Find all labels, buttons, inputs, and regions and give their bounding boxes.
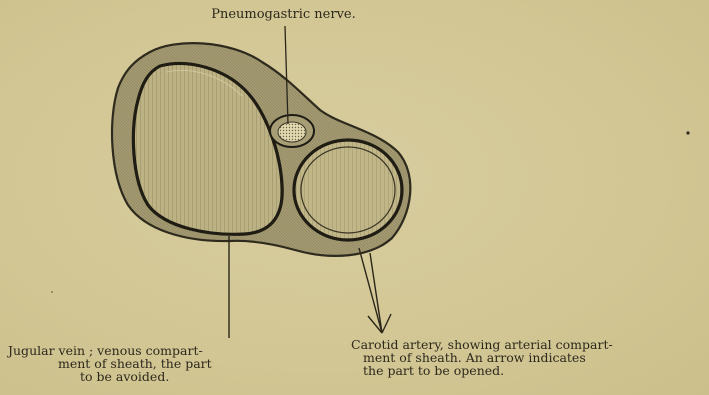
nerve-label: Pneumogastric nerve. — [0, 8, 709, 21]
carotid-artery — [294, 140, 402, 240]
carotid-label-line-3: the part to be opened. — [351, 364, 703, 377]
carotid-arrow — [359, 248, 391, 333]
jugular-vein-label: Jugular vein ; venous compart- ment of s… — [8, 344, 212, 383]
pneumogastric-nerve — [278, 122, 306, 142]
carotid-artery-label: Carotid artery, showing arterial compart… — [351, 338, 703, 377]
jugular-label-line-3: to be avoided. — [8, 370, 212, 383]
